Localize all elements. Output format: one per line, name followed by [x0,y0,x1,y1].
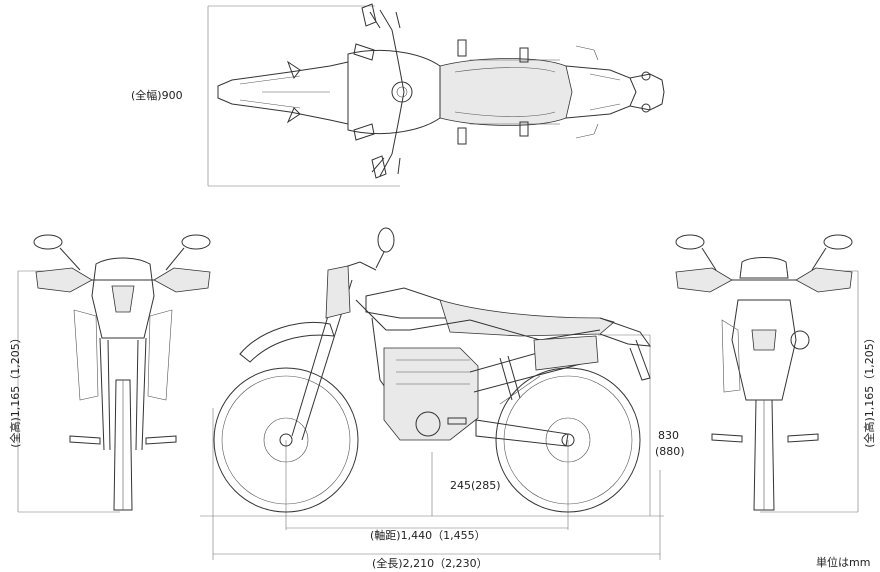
front-view-drawing [17,234,211,513]
unit-note: 単位はmm [816,556,871,569]
overall-height-left-label: (全高)1,165（1,205） [9,332,22,448]
rear-view-drawing [675,234,859,513]
overall-length-label: (全長)2,210（2,230） [372,557,488,570]
wheelbase-label: (軸距)1,440（1,455） [370,529,486,542]
top-view-drawing [207,3,665,187]
ground-clearance-label: 245(285) [450,479,501,492]
overall-width-label: (全幅)900 [131,89,183,102]
side-view-drawing [200,227,664,560]
overall-height-right-label: (全高)1,165（1,205） [863,332,876,448]
seat-height-label: 830 [658,429,679,442]
seat-height-alt-label: (880) [655,445,685,458]
